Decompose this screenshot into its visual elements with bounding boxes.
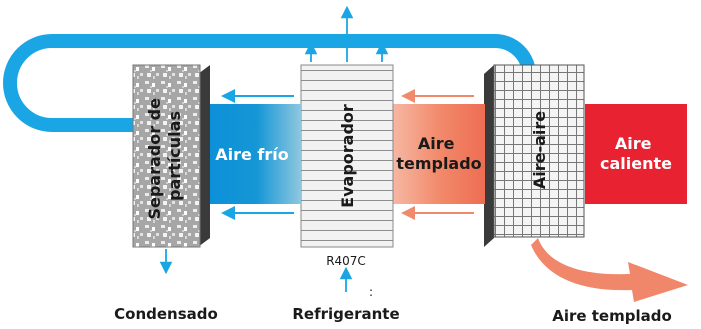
aire-aire-label: Aire-aire: [530, 111, 549, 189]
aire-aire-side: [484, 65, 494, 247]
aire-templado-block: [393, 104, 485, 204]
separador-side: [198, 65, 210, 247]
aire-caliente-label: Aire caliente: [600, 134, 672, 173]
refrigerant-code-label: R407C: [326, 254, 366, 268]
aire-templado-out-label: Aire templado: [552, 307, 672, 325]
colon-mark: :: [369, 285, 373, 299]
recirculation-loop: [2, 34, 536, 132]
refrigerante-label: Refrigerante: [292, 305, 399, 323]
aire-caliente-block: [585, 104, 687, 204]
condensado-label: Condensado: [114, 305, 218, 323]
evaporador: [300, 64, 394, 248]
aire-templado-out-arrow: [531, 238, 688, 302]
aire-aire-exchanger: [493, 64, 585, 238]
separador-particulas: [132, 64, 201, 248]
aire-frio-block: [203, 104, 301, 204]
aire-templado-label: Aire templado: [396, 134, 481, 173]
separador-label: Separador de partículas: [145, 92, 184, 219]
aire-frio-label: Aire frío: [215, 145, 289, 164]
evaporador-label: Evaporador: [338, 104, 357, 208]
